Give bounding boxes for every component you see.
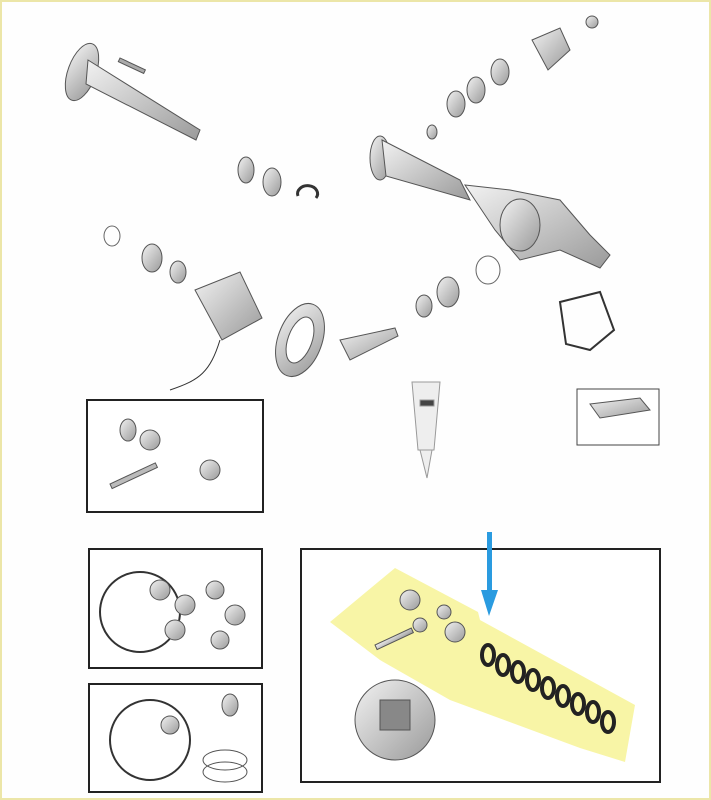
gasket-seal-kit-box — [88, 548, 263, 669]
axle-bolt — [117, 57, 147, 75]
c-clip — [296, 184, 320, 199]
pinion-bearing — [426, 58, 510, 140]
wheel-bearing — [237, 156, 282, 197]
axle-housing — [369, 135, 611, 269]
sealant-tube — [411, 381, 441, 479]
overhaul-kit-box — [88, 683, 263, 793]
spider-gear-kit-box — [86, 399, 264, 513]
limited-slip-clutch-kit-box — [300, 548, 661, 783]
ring-gear — [275, 303, 325, 377]
clutch-disc-stack — [480, 643, 616, 734]
cover-gasket — [558, 290, 616, 352]
carrier-spring — [103, 225, 501, 285]
pinion-gear — [339, 327, 399, 361]
blue-arrow-indicator — [481, 532, 498, 616]
pinion-yoke — [531, 15, 599, 71]
differential-case — [194, 271, 263, 341]
highlight-region — [330, 568, 635, 762]
callout-arrow — [169, 339, 221, 391]
bracket-kit-box — [576, 388, 660, 446]
axle-shaft — [64, 42, 201, 141]
carrier-bearing — [141, 243, 460, 318]
limited-slip-case — [354, 679, 436, 761]
